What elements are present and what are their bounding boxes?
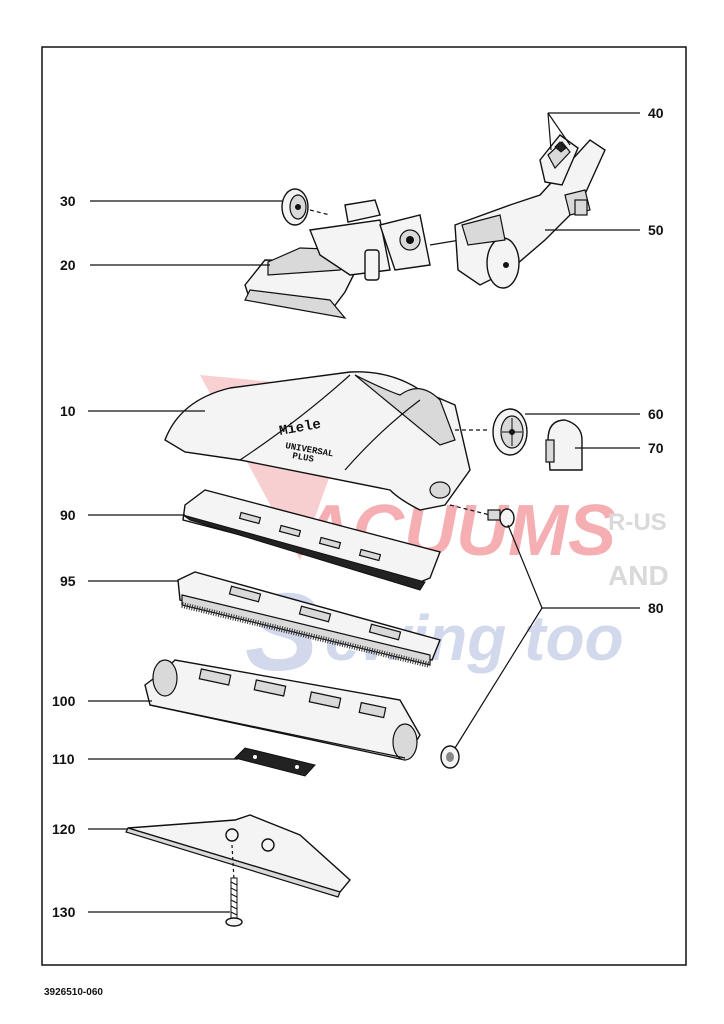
callout-60: 60	[648, 406, 664, 422]
part-95-brush-strip	[177, 571, 441, 668]
part-90-strip	[182, 489, 441, 591]
part-130-screw	[225, 844, 243, 927]
drawing-code: 3926510-060	[44, 987, 103, 998]
watermark-suffix1: R-US	[608, 509, 667, 536]
brand-model-line2: PLUS	[291, 451, 315, 465]
callout-40: 40	[648, 105, 664, 121]
callout-20: 20	[60, 257, 76, 273]
callout-10: 10	[60, 403, 76, 419]
callout-110: 110	[52, 751, 75, 767]
part-70-cap	[545, 419, 583, 471]
part-50-swivel-neck	[454, 139, 606, 289]
callout-80: 80	[648, 600, 664, 616]
callout-95: 95	[60, 573, 76, 589]
callout-labels: 30 20 10 90 95 100 110 120 130 40 50 60 …	[52, 105, 664, 920]
watermark-suffix2: AND	[608, 560, 669, 591]
callout-90: 90	[60, 507, 76, 523]
callout-100: 100	[52, 693, 76, 709]
callout-50: 50	[648, 222, 664, 238]
part-10-hood: Miele UNIVERSAL PLUS	[164, 371, 471, 511]
part-80-screw	[440, 504, 515, 769]
diagram-frame	[41, 46, 687, 966]
part-110-plate	[234, 747, 316, 777]
callout-30: 30	[60, 193, 76, 209]
part-60-wheel	[455, 408, 528, 456]
part-40-clip	[539, 134, 579, 186]
callout-70: 70	[648, 440, 664, 456]
callout-130: 130	[52, 904, 76, 920]
leader-lines	[88, 112, 640, 913]
callout-120: 120	[52, 821, 76, 837]
part-30-wheel	[281, 188, 331, 226]
part-120-base-plate	[125, 814, 351, 898]
part-20-base-joint	[244, 199, 461, 319]
part-100-housing	[144, 659, 421, 761]
brand-logo-text: Miele	[278, 417, 322, 440]
